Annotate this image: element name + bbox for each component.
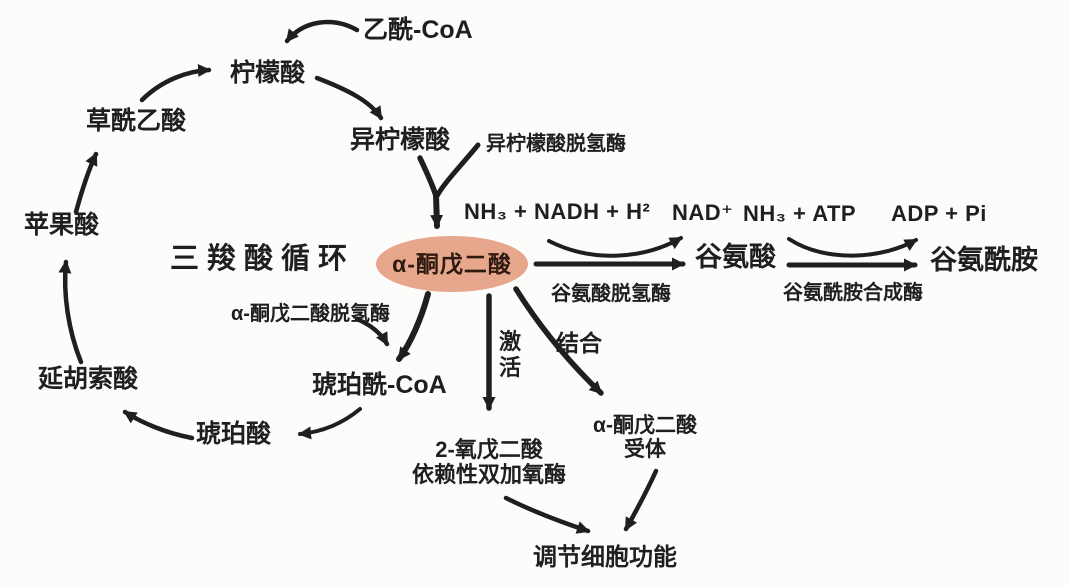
node-cell-function: 调节细胞功能 <box>533 544 677 571</box>
node-glutamine: 谷氨酰胺 <box>930 245 1038 275</box>
node-dioxygenase-line1: 2-氧戊二酸 <box>435 437 543 462</box>
diagram-title: 三羧酸循环 <box>170 243 356 275</box>
node-succinyl-coa: 琥珀酰-CoA <box>312 371 447 399</box>
arrow-isocitrate-to-akg-left <box>417 155 439 199</box>
node-citrate: 柠檬酸 <box>230 59 306 87</box>
arrow-citrate-to-isocitrate <box>314 75 384 121</box>
arrow-malate-to-oxaloacetate <box>73 151 99 215</box>
arrow-akg-to-succinylcoa <box>396 291 431 362</box>
enzyme-isocitrate-dehydrogenase: 异柠檬酸脱氢酶 <box>486 133 626 155</box>
node-akg-receptor-line2: 受体 <box>624 438 666 462</box>
node-dioxygenase-line2: 依赖性双加氧酶 <box>411 462 566 488</box>
arrow-atp-to-adp <box>787 237 918 258</box>
arrow-oxaloacetate-to-citrate <box>139 64 212 103</box>
node-acetyl-coa: 乙酰-CoA <box>363 16 473 44</box>
enzyme-glutamate-dehydrogenase: 谷氨酸脱氢酶 <box>551 283 671 305</box>
arrow-akg-bind-receptor <box>513 286 604 396</box>
node-alpha-ketoglutarate: α-酮戊二酸 <box>392 251 512 277</box>
node-succinate: 琥珀酸 <box>196 420 272 448</box>
arrow-idh-to-akg-right <box>434 142 481 199</box>
enzyme-akg-dehydrogenase: α-酮戊二酸脱氢酶 <box>231 303 390 325</box>
node-isocitrate: 异柠檬酸 <box>350 126 451 154</box>
node-fumarate: 延胡索酸 <box>38 365 139 393</box>
edge-label-activate: 激活 <box>498 329 521 381</box>
node-akg-receptor-line1: α-酮戊二酸 <box>593 414 697 437</box>
cofactor-nh3-atp: NH₃ + ATP <box>743 201 857 226</box>
node-akg-receptor: α-酮戊二酸 受体 <box>582 414 708 462</box>
node-oxaloacetate: 草酰乙酸 <box>86 107 187 135</box>
arrow-dioxygenase-to-function <box>503 495 591 534</box>
enzyme-glutamine-synthetase: 谷氨酰胺合成酶 <box>783 282 923 304</box>
arrow-isocitrate-to-akg-stem <box>430 192 444 229</box>
arrow-nadh-to-nad <box>547 236 683 258</box>
node-glutamate: 谷氨酸 <box>695 242 776 272</box>
cofactor-adp-pi: ADP + Pi <box>891 201 987 226</box>
cofactor-nh3-nadh: NH₃ + NADH + H² <box>464 199 651 224</box>
arrow-receptor-to-function <box>623 468 659 532</box>
arrow-fumarate-to-malate <box>58 259 84 365</box>
arrow-acetylcoa-to-citrate <box>284 19 360 44</box>
node-malate: 苹果酸 <box>24 211 100 239</box>
cofactor-nad: NAD⁺ <box>672 200 734 225</box>
akg-highlight-ellipse <box>376 236 528 292</box>
arrow-succinate-to-fumarate <box>122 409 195 441</box>
arrow-akgdh-label <box>354 316 390 347</box>
node-dioxygenase: 2-氧戊二酸 依赖性双加氧酶 <box>396 437 582 488</box>
edge-label-bind: 结合 <box>556 330 602 356</box>
arrow-succinylcoa-to-succinate <box>298 407 362 440</box>
